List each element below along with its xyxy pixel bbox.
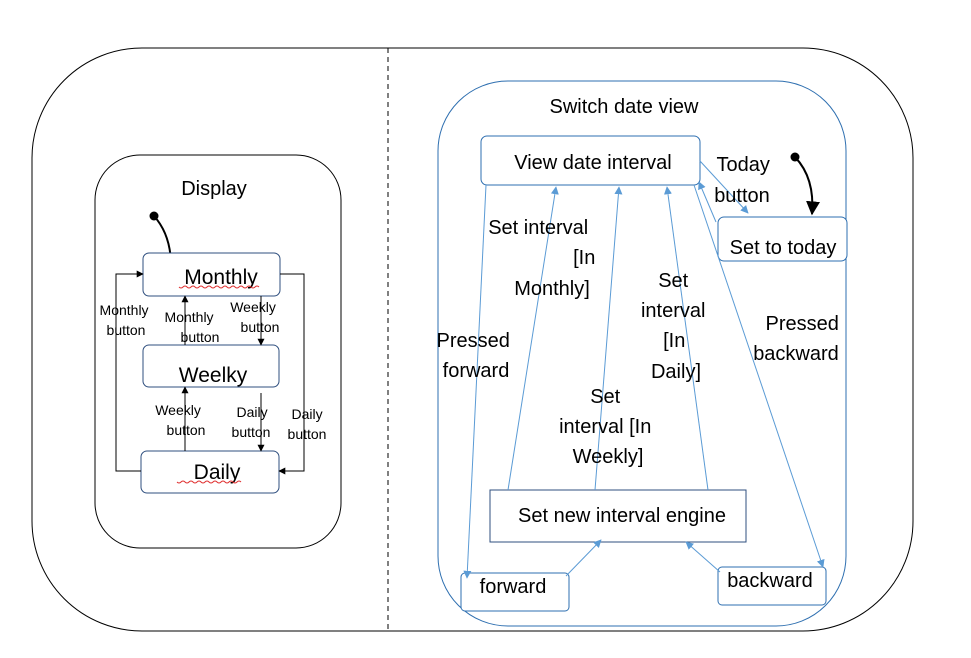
arrow-view-to-forward xyxy=(463,184,487,579)
switch-date-view-composite-state xyxy=(437,80,847,627)
arrow-engine-to-view-monthly xyxy=(507,186,559,491)
label-monthly-button-outer: Monthly button xyxy=(100,302,153,338)
arrow-today-to-view xyxy=(698,181,717,223)
weekly-state: Weelky xyxy=(142,344,280,388)
backward-state: backward xyxy=(717,566,827,606)
svg-text:Set to today: Set to today xyxy=(730,237,837,259)
arrow-monthly-to-daily-outer xyxy=(278,273,305,475)
label-set-interval-monthly: Set interval [In Monthly] xyxy=(488,217,601,300)
arrow-view-to-backward xyxy=(693,184,825,568)
arrow-forward-to-engine xyxy=(565,539,602,577)
switch-date-view-title: Switch date view xyxy=(550,96,700,118)
svg-text:Weelky: Weelky xyxy=(179,364,248,387)
arrow-view-to-today xyxy=(699,160,749,214)
svg-text:forward: forward xyxy=(480,576,547,598)
arrow-engine-to-view-weekly xyxy=(594,186,623,491)
label-today-button: Today button xyxy=(714,154,775,207)
set-new-interval-engine-state: Set new interval engine xyxy=(489,489,747,543)
outer-frame xyxy=(31,47,914,632)
arrow-backward-to-engine xyxy=(685,541,721,573)
label-daily-button-inner: Daily button xyxy=(232,404,272,440)
arrow-engine-to-view-daily xyxy=(664,186,709,491)
label-weekly-button-top: Weekly button xyxy=(230,299,280,335)
display-title: Display xyxy=(181,178,247,200)
svg-text:Set new interval engine: Set new interval engine xyxy=(518,505,726,527)
display-composite-state xyxy=(94,154,342,549)
label-pressed-backward: Pressed backward xyxy=(753,313,844,365)
right-initial-arrow xyxy=(794,156,821,216)
view-date-interval-state: View date interval xyxy=(480,135,701,186)
label-set-interval-weekly: Set interval [In Weekly] xyxy=(559,386,657,468)
label-pressed-forward: Pressed forward xyxy=(437,330,516,382)
daily-state: Daily xyxy=(140,450,280,494)
monthly-state: Monthly xyxy=(142,252,281,297)
label-monthly-button-inner: Monthly button xyxy=(165,309,220,345)
svg-text:Daily: Daily xyxy=(194,461,241,484)
arrow-daily-to-monthly-outer xyxy=(115,270,144,472)
svg-text:View date interval: View date interval xyxy=(514,152,672,174)
svg-text:backward: backward xyxy=(727,570,813,592)
label-weekly-button-bottom: Weekly button xyxy=(155,402,205,438)
label-daily-button-outer: Daily button xyxy=(288,406,327,442)
label-set-interval-daily: Set interval [In Daily] xyxy=(641,270,711,383)
svg-text:Monthly: Monthly xyxy=(184,266,258,289)
forward-state: forward xyxy=(460,572,570,612)
set-to-today-state: Set to today xyxy=(717,216,848,262)
